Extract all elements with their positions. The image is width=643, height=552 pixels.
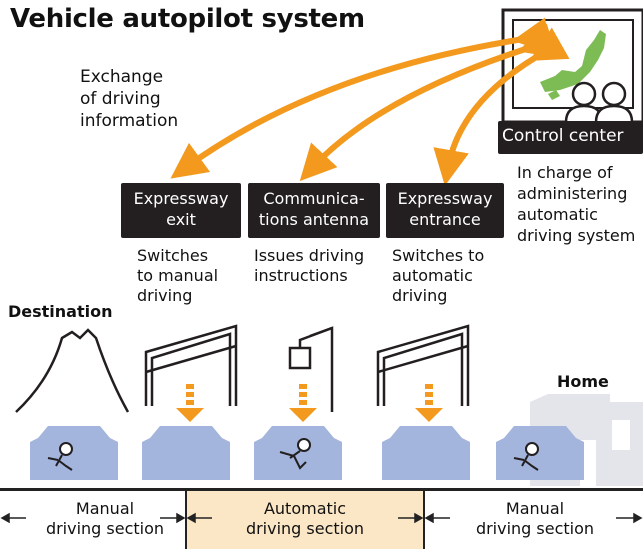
car-3 xyxy=(254,426,342,480)
expressway-entrance-box: Expressway entrance xyxy=(386,183,504,238)
entrance-gate-illustration xyxy=(376,324,470,406)
section-arrows xyxy=(0,512,643,524)
communication-arrows xyxy=(170,17,570,186)
control-center-caption: In charge of administering automatic dri… xyxy=(517,163,636,245)
page-title: Vehicle autopilot system xyxy=(10,4,365,34)
car-4 xyxy=(382,426,470,480)
manual-section-left-label: Manual driving section xyxy=(45,499,165,538)
communications-antenna-box: Communica- tions antenna xyxy=(248,183,380,238)
mountain-illustration xyxy=(15,328,130,413)
cars xyxy=(30,426,584,480)
down-arrow-antenna xyxy=(289,384,317,422)
car-2 xyxy=(142,426,230,480)
antenna-illustration xyxy=(288,326,334,412)
entrance-caption: Switches to automatic driving xyxy=(392,246,485,305)
automatic-section-label: Automatic driving section xyxy=(245,499,365,538)
automatic-section-highlight xyxy=(186,491,424,549)
expressway-exit-box: Expressway exit xyxy=(121,183,241,238)
down-arrows xyxy=(176,384,443,422)
arrow-to-entrance xyxy=(433,27,570,186)
car-5 xyxy=(496,426,584,480)
home-label: Home xyxy=(557,372,609,391)
exchange-label: Exchange of driving information xyxy=(80,67,179,131)
destination-label: Destination xyxy=(8,302,113,321)
antenna-caption: Issues driving instructions xyxy=(254,246,365,285)
manual-section-right-label: Manual driving section xyxy=(475,499,595,538)
car-1 xyxy=(30,426,118,480)
control-center-box: Control center xyxy=(498,121,643,154)
exit-caption: Switches to manual driving xyxy=(137,246,219,305)
exit-gate-illustration xyxy=(144,324,238,406)
down-arrow-exit xyxy=(176,384,204,422)
down-arrow-entrance xyxy=(415,384,443,422)
